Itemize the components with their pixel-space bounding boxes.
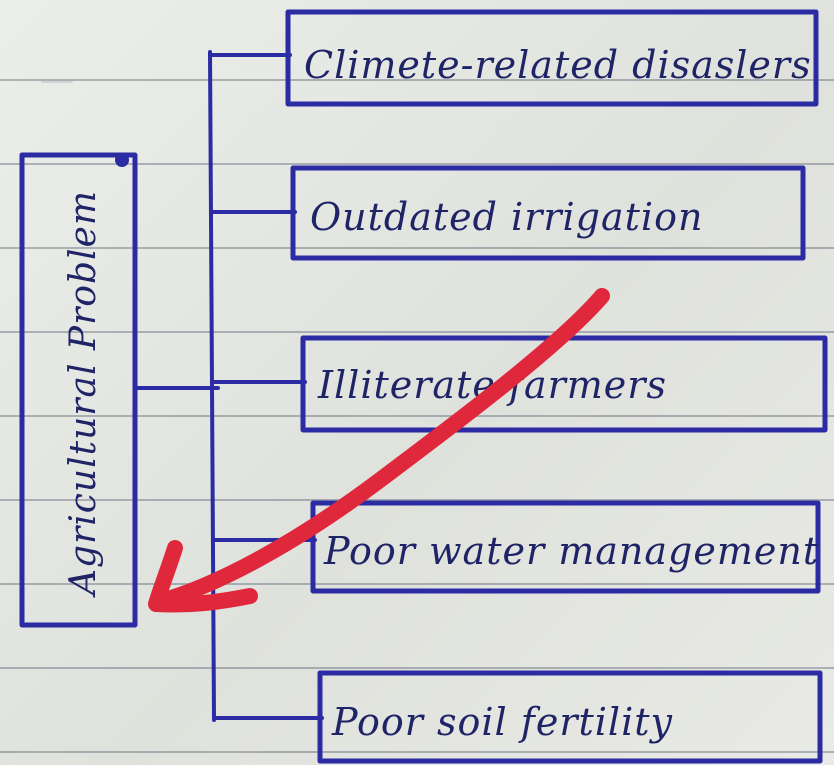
red-arrow-shaft <box>150 288 610 610</box>
branch-box-5 <box>317 670 823 764</box>
root-label: Agricultural Problem <box>63 190 104 598</box>
red-arrow <box>148 288 610 613</box>
branch-node-1: Climete-related disaslers <box>285 9 819 107</box>
branch-label-1: Climete-related disaslers <box>304 43 812 87</box>
branch-box-2 <box>290 165 806 261</box>
branch-box-4 <box>310 500 821 594</box>
branch-node-4: Poor water management <box>310 500 821 594</box>
branch-box-1 <box>285 9 819 107</box>
branch-label-5: Poor soil fertility <box>331 700 673 744</box>
branch-node-2: Outdated irrigation <box>290 165 806 261</box>
root-node: Agricultural Problem <box>19 152 138 628</box>
spine-line <box>208 50 216 722</box>
branch-node-3: Illiterate farmers <box>300 335 828 433</box>
bleed-through-line: — <box>40 60 76 100</box>
branch-label-4: Poor water management <box>323 529 819 573</box>
root-box-dot <box>115 153 129 167</box>
branch-label-2: Outdated irrigation <box>310 195 703 239</box>
branch-node-5: Poor soil fertility <box>317 670 823 764</box>
red-arrow-head <box>148 540 258 613</box>
